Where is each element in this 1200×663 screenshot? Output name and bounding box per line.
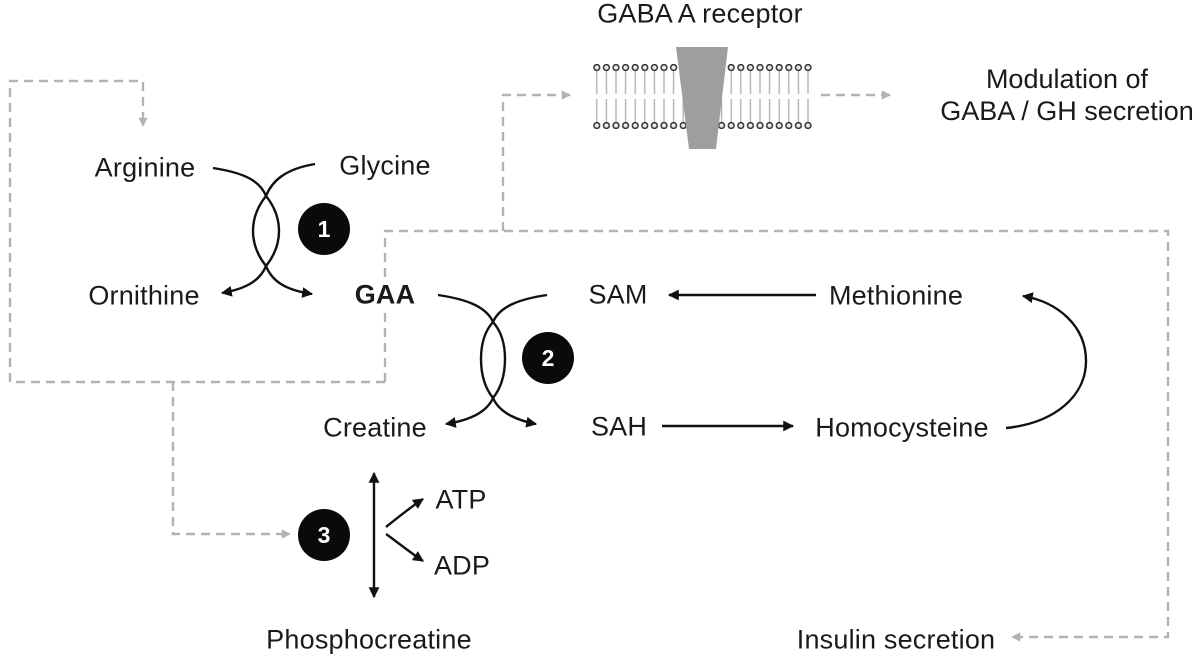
gaa-to-creatine-arrow — [437, 293, 507, 428]
label-methionine: Methionine — [828, 280, 964, 311]
homocysteine-to-methionine-arrow — [1005, 292, 1088, 430]
label-insulin-secretion: Insulin secretion — [796, 624, 996, 655]
enzyme-1-badge: 1 — [298, 203, 350, 255]
signal-to-enzyme3-dashed-arrow — [171, 382, 291, 539]
sam-to-sah-arrow — [479, 293, 548, 428]
receptor-channel — [676, 47, 728, 149]
modulation-caption: Modulation of GABA / GH secretion — [940, 63, 1194, 127]
atp-branch-arrow — [385, 498, 424, 528]
enzyme-3-badge: 3 — [298, 509, 350, 561]
label-arginine: Arginine — [94, 152, 196, 183]
label-ornithine: Ornithine — [88, 280, 200, 311]
label-sah: SAH — [590, 411, 648, 442]
label-glycine: Glycine — [339, 150, 431, 181]
label-atp: ATP — [435, 484, 487, 515]
label-adp: ADP — [433, 550, 491, 581]
modulation-caption-line1: Modulation of — [985, 64, 1149, 94]
modulation-caption-line2: GABA / GH secretion — [940, 96, 1194, 126]
label-phosphocreatine: Phosphocreatine — [266, 624, 472, 655]
arginine-to-ornithine-arrow — [212, 166, 281, 297]
adp-branch-arrow — [385, 533, 424, 562]
label-homocysteine: Homocysteine — [815, 412, 989, 443]
label-sam: SAM — [588, 279, 648, 310]
gaa-signal-dashed-loop-to-insulin — [383, 229, 1170, 642]
label-gaa: GAA — [349, 278, 421, 312]
glycine-to-gaa-arrow — [251, 162, 316, 298]
feedback-to-arginine-dashed-arrow — [8, 79, 385, 384]
gaba-receptor-title: GABA A receptor — [597, 0, 803, 29]
enzyme-2-badge: 2 — [522, 332, 574, 384]
label-creatine: Creatine — [323, 412, 427, 443]
signal-to-receptor-dashed-arrow — [501, 90, 571, 231]
